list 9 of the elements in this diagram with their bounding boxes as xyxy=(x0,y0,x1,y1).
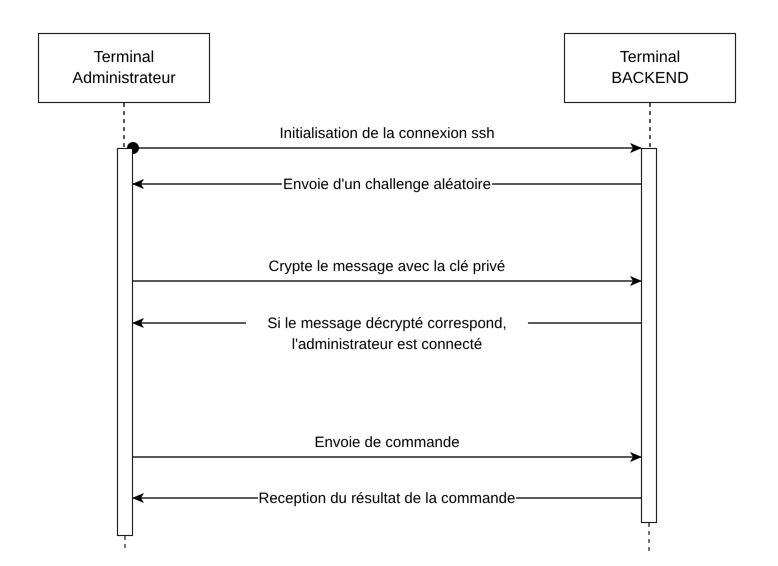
activation-bar xyxy=(641,148,657,523)
message-arrow xyxy=(127,142,642,154)
lifeline xyxy=(649,103,651,148)
participant-box: Terminal Administrateur xyxy=(38,33,210,103)
participant-box: Terminal BACKEND xyxy=(564,33,736,103)
message-arrow xyxy=(133,276,642,286)
lifeline xyxy=(123,103,125,148)
message-arrow xyxy=(133,452,642,462)
activation-bar xyxy=(117,148,133,536)
